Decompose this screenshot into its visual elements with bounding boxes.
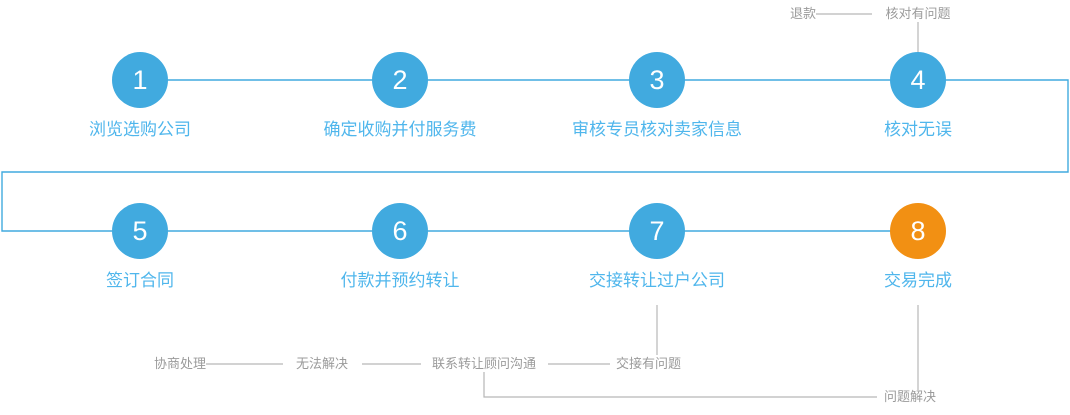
step-number-1: 1 <box>112 52 168 108</box>
step-label-8: 交易完成 <box>884 271 952 290</box>
step-label-5: 签订合同 <box>106 271 174 290</box>
step-number-3: 3 <box>629 52 685 108</box>
step-label-4: 核对无误 <box>884 120 952 139</box>
step-number-7: 7 <box>629 203 685 259</box>
wrap-connector <box>1 79 1069 232</box>
note-handover-problem: 交接有问题 <box>616 356 682 371</box>
step-label-1: 浏览选购公司 <box>89 120 191 139</box>
step-label-3: 审核专员核对卖家信息 <box>572 120 742 139</box>
step-number-2: 2 <box>372 52 428 108</box>
step-number-4: 4 <box>890 52 946 108</box>
note-negotiate: 协商处理 <box>153 356 206 371</box>
note-refund: 退款 <box>789 6 816 21</box>
note-problem-solved: 问题解决 <box>884 389 937 404</box>
note-contact-advisor: 联系转让顾问沟通 <box>431 356 537 371</box>
step-label-2: 确定收购并付服务费 <box>323 120 477 139</box>
note-check-problem: 核对有问题 <box>885 6 951 21</box>
step-label-6: 付款并预约转让 <box>340 271 460 290</box>
note-unresolved: 无法解决 <box>295 356 349 371</box>
step-number-8: 8 <box>890 203 946 259</box>
branch-problem-solved-path <box>483 372 877 398</box>
step-number-6: 6 <box>372 203 428 259</box>
step-number-5: 5 <box>112 203 168 259</box>
step-label-7: 交接转让过户公司 <box>589 271 725 290</box>
